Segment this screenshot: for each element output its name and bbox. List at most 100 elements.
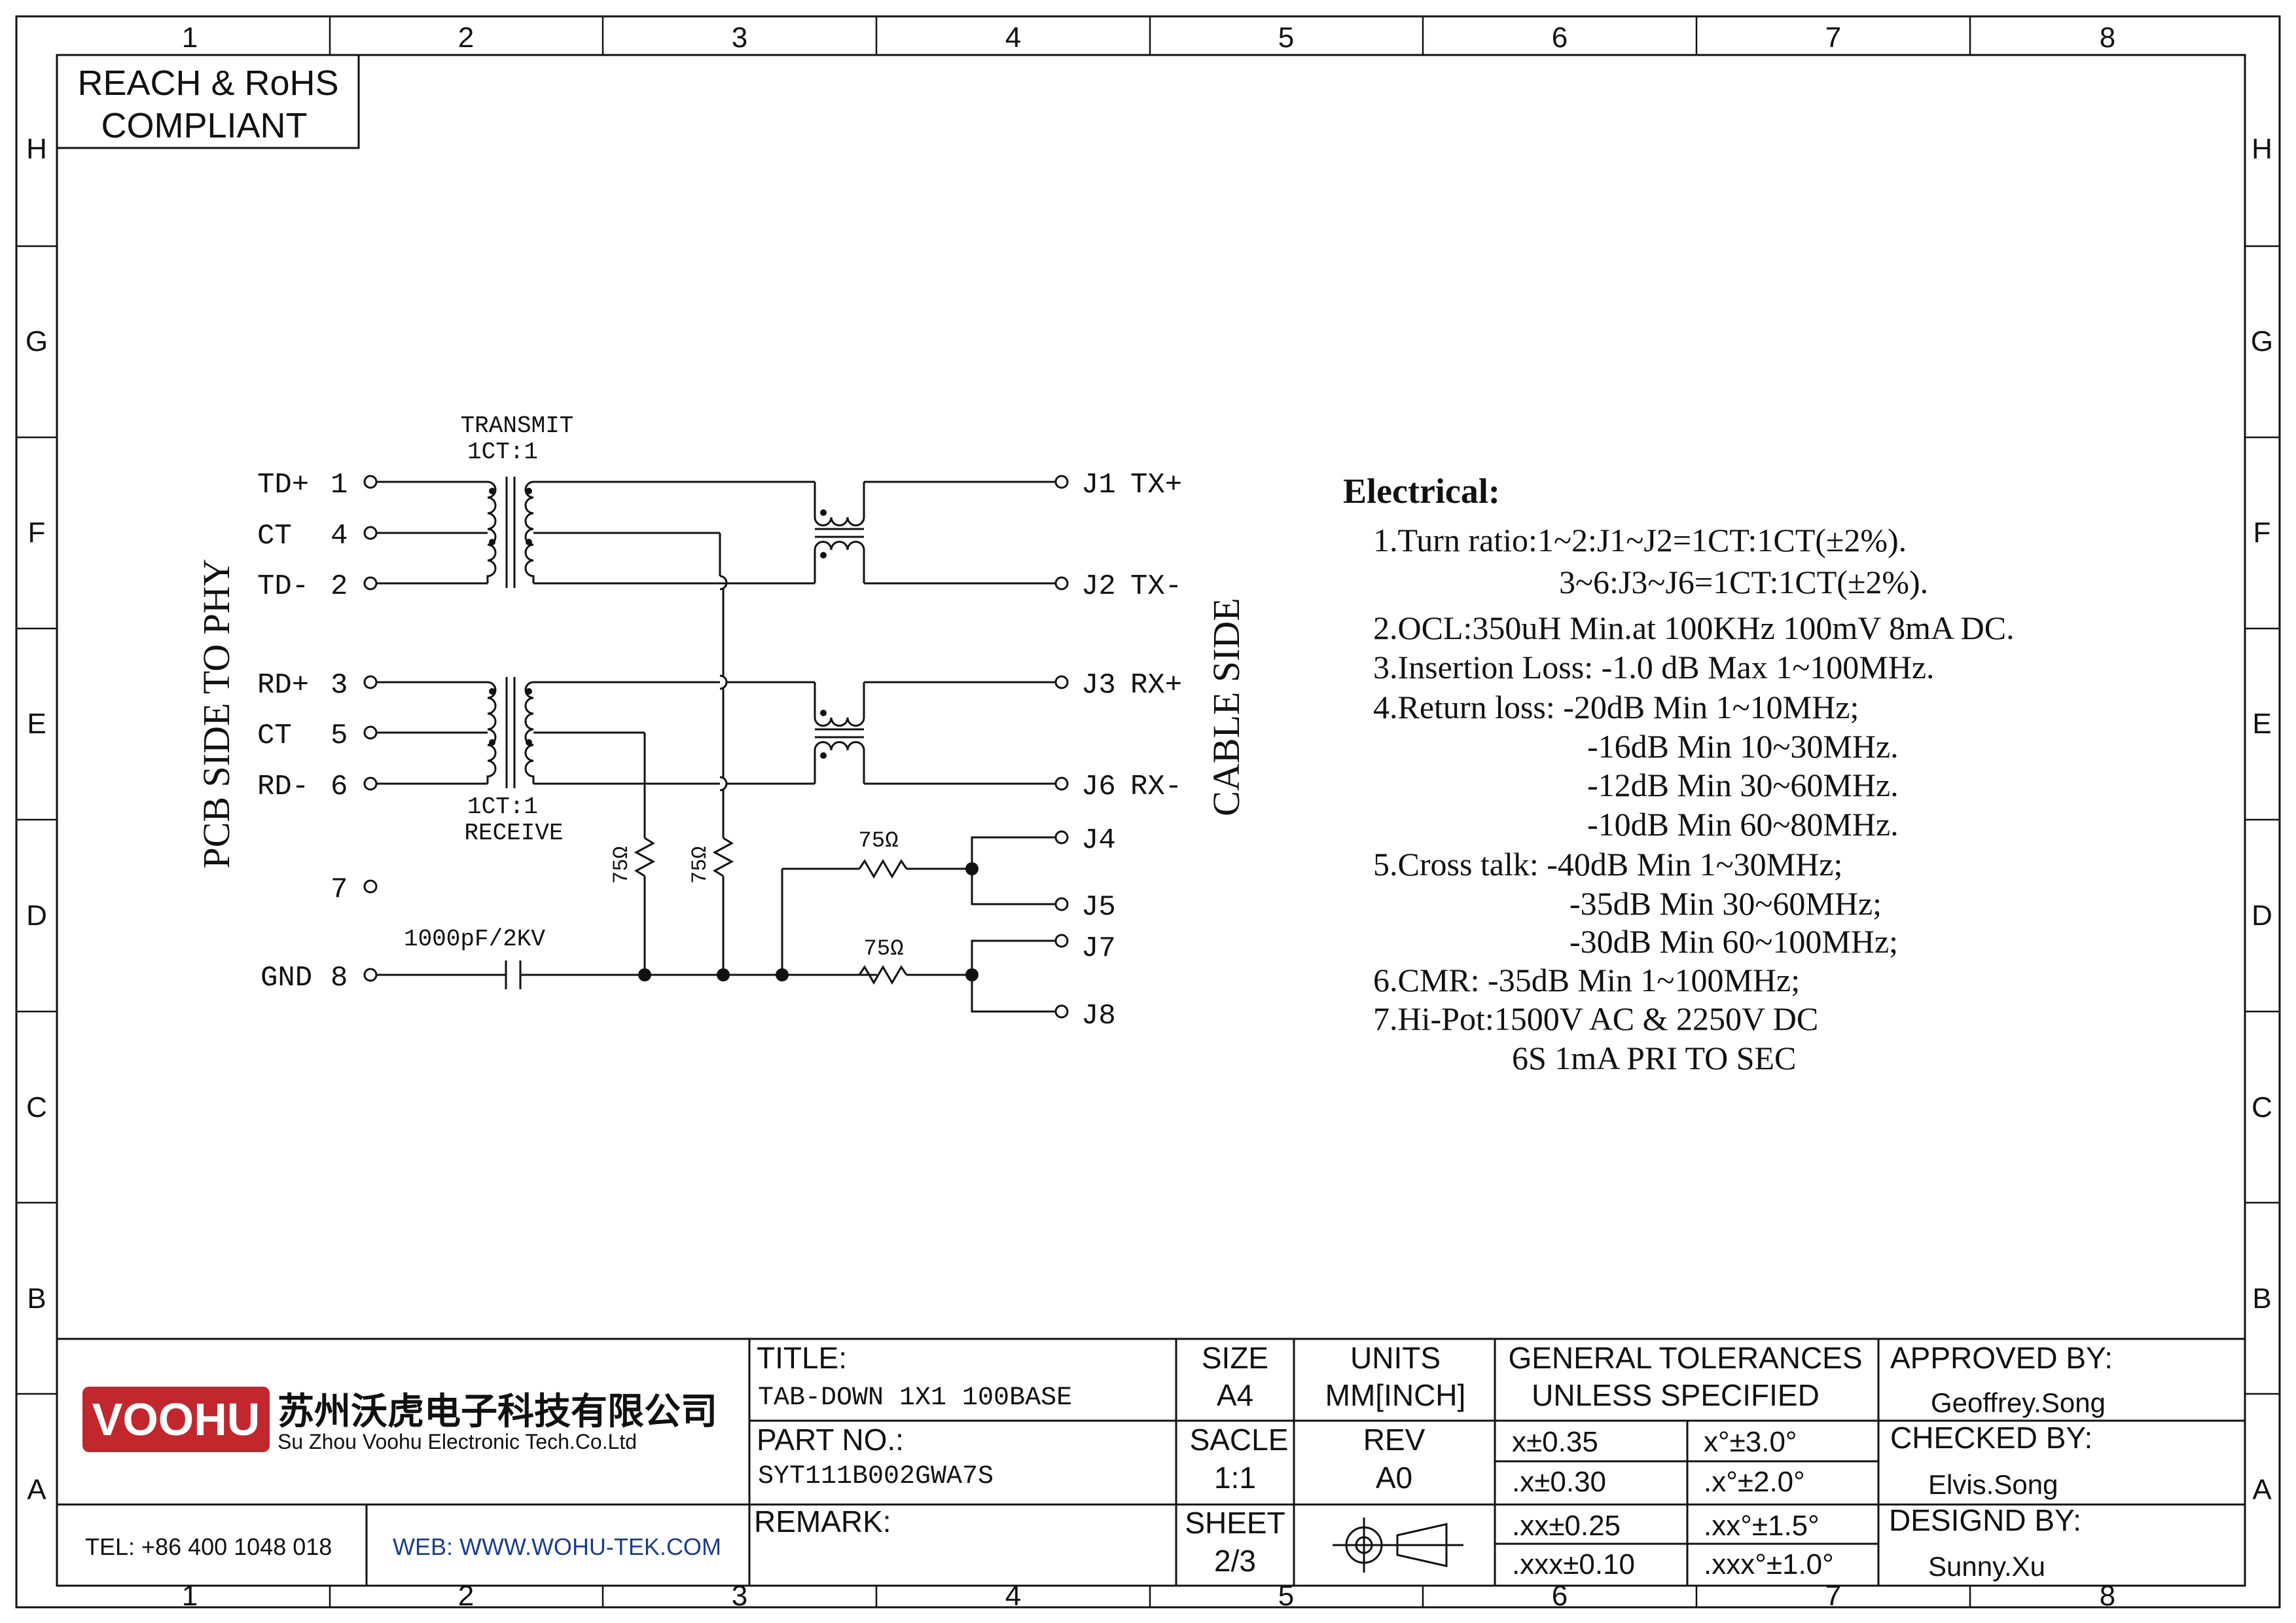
scale-label: SACLE [1190, 1423, 1289, 1457]
tx-common-mode-choke [814, 509, 865, 558]
col-label-top-8: 8 [2100, 22, 2115, 54]
junction-dots [638, 862, 978, 981]
pin-sig-rx-minus: RX- [1130, 771, 1182, 803]
col-label-bottom-6: 6 [1552, 1580, 1568, 1612]
web-link[interactable]: WEB: WWW.WOHU-TEK.COM [393, 1533, 721, 1560]
compliance-line-1: REACH & RoHS [77, 64, 338, 103]
units-value: MM[INCH] [1325, 1378, 1466, 1412]
sheet-value: 2/3 [1214, 1544, 1256, 1578]
approved-label: APPROVED BY: [1890, 1341, 2113, 1375]
receive-label: RECEIVE [464, 820, 563, 847]
row-label-left-c: C [26, 1091, 47, 1123]
tolerance-title-2: UNLESS SPECIFIED [1532, 1378, 1820, 1412]
spec-line-14: 6S 1mA PRI TO SEC [1512, 1040, 1796, 1076]
row-label-left-f: F [28, 517, 46, 549]
pin-num-1: 1 [331, 469, 348, 501]
spec-line-3: 2.OCL:350uH Min.at 100KHz 100mV 8mA DC. [1373, 610, 2015, 646]
pin-sig-tx-minus: TX- [1130, 570, 1182, 603]
transmit-ratio: 1CT:1 [467, 439, 538, 465]
col-label-top-5: 5 [1278, 22, 1294, 54]
pin-name-j4: J4 [1081, 824, 1116, 857]
pin-num-7: 7 [331, 873, 348, 906]
compliance-box: REACH & RoHS COMPLIANT [57, 55, 360, 149]
j4-j8-wiring [971, 836, 1055, 1013]
pin-name-j2: J2 [1081, 570, 1116, 603]
row-label-right-b: B [2252, 1283, 2271, 1315]
col-label-top-4: 4 [1005, 22, 1021, 54]
schematic: PCB SIDE TO PHY CABLE SIDE TRANSMIT 1CT:… [195, 412, 1247, 1032]
checked-value: Elvis.Song [1928, 1469, 2058, 1500]
col-label-bottom-1: 1 [182, 1580, 198, 1612]
title-value: TAB-DOWN 1X1 100BASE [758, 1383, 1072, 1413]
pin-name-rd-minus: RD- [257, 771, 309, 803]
pin-name-j3: J3 [1081, 669, 1116, 702]
title-label: TITLE: [757, 1341, 847, 1375]
column-ticks [329, 16, 1971, 1607]
part-number-value: SYT111B002GWA7S [758, 1462, 994, 1491]
pin-name-ct-rx: CT [257, 720, 292, 752]
resistor-rx-ct: 75Ω [609, 837, 656, 975]
pin-num-6: 6 [331, 771, 348, 803]
col-label-top-2: 2 [458, 22, 474, 54]
tolerance-angular-3: .xxx°±1.0° [1704, 1548, 1834, 1580]
spec-line-6: -16dB Min 10~30MHz. [1587, 728, 1899, 765]
spec-line-10: -35dB Min 30~60MHz; [1570, 885, 1882, 922]
capacitor-label: 1000pF/2KV [404, 926, 545, 953]
pin-name-rd-plus: RD+ [257, 669, 309, 702]
remark-label: REMARK: [754, 1504, 891, 1539]
row-label-right-e: E [2252, 708, 2271, 740]
resistor-j7-j8-label: 75Ω [863, 937, 903, 962]
pin-name-j1: J1 [1081, 469, 1116, 501]
pin-name-gnd: GND [260, 962, 312, 994]
pin-name-td-minus: TD- [257, 570, 309, 603]
resistor-j4-j5-label: 75Ω [858, 829, 898, 854]
size-value: A4 [1217, 1378, 1253, 1412]
row-label-right-g: G [2251, 325, 2273, 357]
rx-primary-wiring [376, 681, 488, 785]
pin-name-td-plus: TD+ [257, 469, 309, 501]
tolerance-angular-0: x°±3.0° [1704, 1426, 1797, 1458]
spec-line-9: 5.Cross talk: -40dB Min 1~30MHz; [1373, 846, 1842, 883]
units-label: UNITS [1350, 1341, 1441, 1375]
approved-value: Geoffrey.Song [1931, 1387, 2106, 1418]
checked-label: CHECKED BY: [1890, 1421, 2092, 1455]
pin-name-j6: J6 [1081, 771, 1116, 803]
col-label-bottom-3: 3 [732, 1580, 747, 1612]
size-label: SIZE [1202, 1341, 1268, 1375]
col-label-bottom-4: 4 [1005, 1580, 1021, 1612]
spec-line-4: 3.Insertion Loss: -1.0 dB Max 1~100MHz. [1373, 649, 1935, 685]
row-ticks [16, 245, 2280, 1395]
row-label-left-g: G [26, 325, 48, 357]
pin-name-j7: J7 [1081, 932, 1116, 965]
pin-num-3: 3 [331, 669, 348, 702]
row-label-right-c: C [2251, 1091, 2272, 1123]
company-name-cn: 苏州沃虎电子科技有限公司 [278, 1391, 717, 1432]
row-label-left-d: D [26, 900, 47, 932]
spec-line-2: 3~6:J3~J6=1CT:1CT(±2%). [1559, 564, 1928, 600]
pin-name-ct-tx: CT [257, 520, 292, 553]
row-label-right-d: D [2251, 900, 2272, 932]
designed-label: DESIGND BY: [1889, 1503, 2081, 1537]
col-label-top-7: 7 [1825, 22, 1841, 54]
spec-line-5: 4.Return loss: -20dB Min 1~10MHz; [1373, 689, 1859, 725]
tolerance-title-1: GENERAL TOLERANCES [1508, 1341, 1862, 1375]
resistor-tx-ct: 75Ω [688, 837, 734, 975]
compliance-line-2: COMPLIANT [101, 106, 307, 145]
pin-name-j5: J5 [1081, 891, 1116, 924]
row-label-left-b: B [27, 1283, 46, 1315]
logo-text: VOOHU [92, 1394, 260, 1445]
part-label: PART NO.: [757, 1423, 904, 1457]
pin-num-4: 4 [331, 520, 348, 553]
spec-line-8: -10dB Min 60~80MHz. [1587, 806, 1899, 843]
scale-value: 1:1 [1214, 1461, 1256, 1495]
tolerance-angular-1: .x°±2.0° [1704, 1466, 1805, 1498]
tolerance-linear-1: .x±0.30 [1512, 1466, 1606, 1498]
electrical-specs: Electrical: 1.Turn ratio:1~2:J1~J2=1CT:1… [1343, 471, 2015, 1076]
row-label-left-a: A [27, 1474, 46, 1506]
col-label-top-1: 1 [182, 22, 198, 54]
spec-line-7: -12dB Min 30~60MHz. [1587, 767, 1899, 803]
pin-num-8: 8 [331, 962, 348, 994]
projection-symbol-icon [1333, 1518, 1463, 1573]
resistor-rx-ct-label: 75Ω [609, 846, 634, 884]
